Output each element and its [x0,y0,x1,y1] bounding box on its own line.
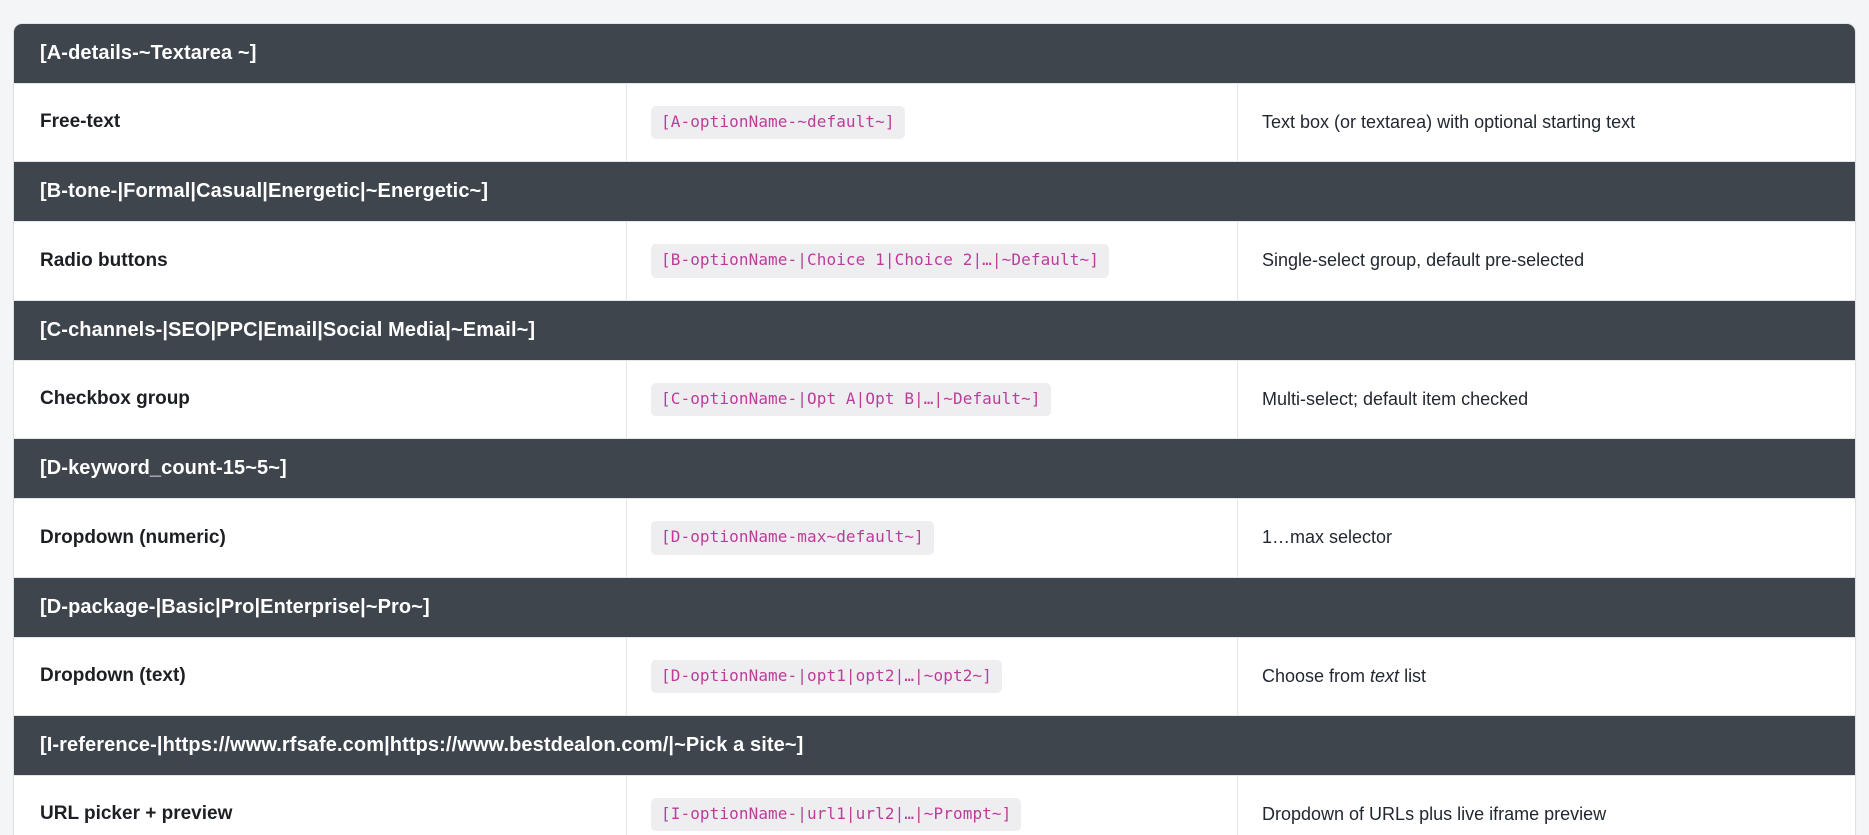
placeholder-syntax-table: [A-details-~Textarea ~] Free-text [A-opt… [14,24,1856,835]
description-suffix: list [1399,665,1427,686]
group-header-row: [C-channels-|SEO|PPC|Email|Social Media|… [14,300,1856,360]
description-prefix: Dropdown of URLs plus live iframe previe… [1262,804,1607,825]
code-chip: [A-optionName-~default~] [651,106,905,140]
description-prefix: Choose from [1262,665,1371,686]
group-header-row: [B-tone-|Formal|Casual|Energetic|~Energe… [14,162,1856,222]
group-header-row: [D-keyword_count-15~5~] [14,439,1856,499]
description-prefix: Text box (or textarea) with optional sta… [1262,112,1636,133]
row-token-cell: [B-optionName-|Choice 1|Choice 2|…|~Defa… [627,221,1238,301]
group-header-label: [A-details-~Textarea ~] [14,24,1856,83]
description-prefix: Multi-select; default item checked [1262,388,1529,409]
group-header-label: [D-package-|Basic|Pro|Enterprise|~Pro~] [14,577,1856,637]
row-label: Dropdown (numeric) [14,498,627,578]
row-token-cell: [C-optionName-|Opt A|Opt B|…|~Default~] [627,359,1238,440]
row-label: Checkbox group [14,359,627,440]
code-chip: [B-optionName-|Choice 1|Choice 2|…|~Defa… [651,244,1109,278]
group-header-label: [D-keyword_count-15~5~] [14,439,1856,499]
row-label: URL picker + preview [14,774,627,835]
row-description: Multi-select; default item checked [1238,359,1856,440]
description-emphasis: text [1370,665,1400,686]
row-label: Radio buttons [14,221,627,301]
code-chip: [I-optionName-|url1|url2|…|~Prompt~] [651,797,1022,832]
group-header-row: [I-reference-|https://www.rfsafe.com|htt… [14,715,1856,775]
group-header-row: [D-package-|Basic|Pro|Enterprise|~Pro~] [14,577,1856,637]
table-row: Radio buttons [B-optionName-|Choice 1|Ch… [14,221,1856,301]
description-prefix: Single-select group, default pre-selecte… [1262,250,1585,271]
row-token-cell: [A-optionName-~default~] [627,83,1238,163]
row-description: Text box (or textarea) with optional sta… [1238,83,1856,163]
description-prefix: 1…max selector [1262,527,1393,548]
row-label: Dropdown (text) [14,636,627,716]
group-header-row: [A-details-~Textarea ~] [14,24,1856,83]
table-body: [A-details-~Textarea ~] Free-text [A-opt… [14,24,1856,835]
row-label: Free-text [14,83,627,163]
group-header-label: [C-channels-|SEO|PPC|Email|Social Media|… [14,300,1856,360]
code-chip: [C-optionName-|Opt A|Opt B|…|~Default~] [651,382,1051,417]
row-token-cell: [I-optionName-|url1|url2|…|~Prompt~] [627,774,1238,835]
code-chip: [D-optionName-max~default~] [651,521,934,555]
row-description: Single-select group, default pre-selecte… [1238,221,1856,301]
table-row: Dropdown (numeric) [D-optionName-max~def… [14,498,1856,578]
group-header-label: [B-tone-|Formal|Casual|Energetic|~Energe… [14,162,1856,222]
table-row: Dropdown (text) [D-optionName-|opt1|opt2… [14,636,1856,716]
row-token-cell: [D-optionName-max~default~] [627,498,1238,578]
table-row: Checkbox group [C-optionName-|Opt A|Opt … [14,359,1856,440]
row-token-cell: [D-optionName-|opt1|opt2|…|~opt2~] [627,636,1238,716]
table-row: URL picker + preview [I-optionName-|url1… [14,774,1856,835]
row-description: Choose from text list [1238,636,1856,716]
code-chip: [D-optionName-|opt1|opt2|…|~opt2~] [651,659,1002,693]
table-row: Free-text [A-optionName-~default~] Text … [14,83,1856,163]
row-description: 1…max selector [1238,498,1856,578]
row-description: Dropdown of URLs plus live iframe previe… [1238,774,1856,835]
group-header-label: [I-reference-|https://www.rfsafe.com|htt… [14,715,1856,775]
